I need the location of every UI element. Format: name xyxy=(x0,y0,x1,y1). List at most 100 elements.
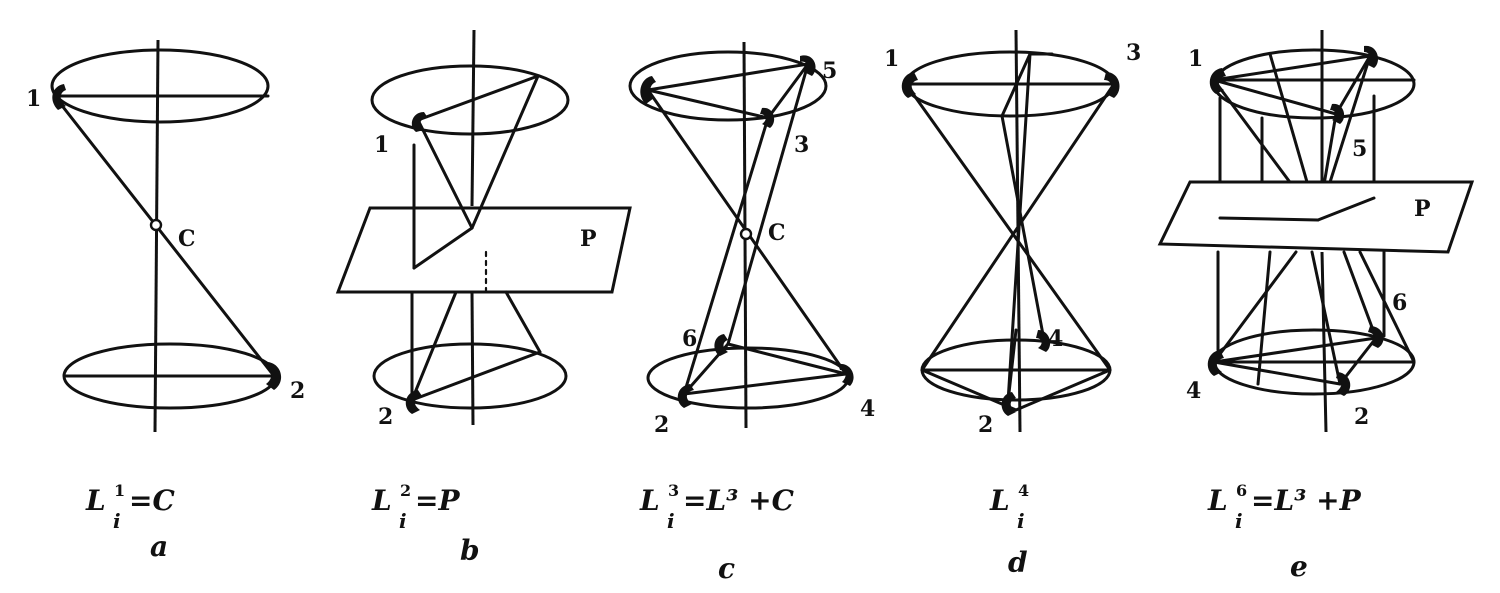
point-6-label: 6 xyxy=(682,326,697,352)
caption-superscript: 3 xyxy=(668,481,679,500)
panel-b: 1 2 P L 2 i =P b xyxy=(335,29,632,567)
caption-L: L xyxy=(989,484,1010,517)
point-2-label: 2 xyxy=(290,378,305,404)
caption-superscript: 4 xyxy=(1018,481,1029,500)
point-1-marker xyxy=(52,84,66,110)
point-4-marker xyxy=(1036,330,1051,352)
plane-label: P xyxy=(580,226,597,252)
caption-L: L xyxy=(85,484,106,517)
point-4-label: 4 xyxy=(1186,378,1201,404)
caption-subscript: i xyxy=(399,509,407,533)
lower-edge-1 xyxy=(1256,250,1272,386)
lower-edge-4 xyxy=(1310,250,1342,386)
caption-rest: =C xyxy=(129,484,175,517)
line-3-6 xyxy=(682,116,770,396)
axis-lower xyxy=(1320,251,1328,433)
point-2-marker xyxy=(405,390,422,414)
caption-subscript: i xyxy=(667,509,675,533)
axis-upper xyxy=(470,29,476,207)
point-2-marker xyxy=(677,384,694,408)
caption-L: L xyxy=(371,484,392,517)
panel-letter: c xyxy=(718,552,735,585)
point-2-marker xyxy=(1001,392,1016,416)
caption-superscript: 6 xyxy=(1236,481,1247,500)
point-2-marker xyxy=(266,362,282,390)
point-2-label: 2 xyxy=(378,404,393,430)
lower-edge-3 xyxy=(1342,250,1378,340)
top-chord-1 xyxy=(646,62,810,92)
top-chord-2 xyxy=(646,88,770,120)
panel-letter: e xyxy=(1290,550,1308,583)
point-1-marker xyxy=(640,76,656,104)
panel-d: 1 3 4 2 L 4 i d xyxy=(884,29,1141,579)
point-4-label: 4 xyxy=(1048,326,1063,352)
plane-trace-1 xyxy=(1218,216,1320,222)
caption-rest: =P xyxy=(415,484,460,517)
panel-letter: a xyxy=(150,530,168,563)
bottom-chord-2 xyxy=(1212,360,1342,386)
point-2-marker xyxy=(1336,372,1351,396)
panel-letter: d xyxy=(1008,546,1028,579)
mirror-plane xyxy=(1157,180,1475,254)
panel-e: 1 5 6 4 2 P L 6 i =L³ +P e xyxy=(1157,30,1475,583)
inversion-line xyxy=(54,96,276,378)
point-6-marker xyxy=(714,334,728,356)
point-5-label: 5 xyxy=(1352,136,1367,162)
top-circle xyxy=(50,48,270,124)
bottom-chord-1 xyxy=(682,372,848,396)
top-chord-1 xyxy=(1212,54,1372,82)
caption-subscript: i xyxy=(1235,509,1243,533)
caption-rest: =L³ +P xyxy=(1251,484,1362,517)
bottom-chord xyxy=(410,350,542,402)
point-2-label: 2 xyxy=(654,412,669,438)
bottom-chord-3 xyxy=(726,342,848,376)
point-1-label: 1 xyxy=(26,86,41,112)
point-6-marker xyxy=(1368,326,1384,348)
point-4-label: 4 xyxy=(860,396,875,422)
upper-edge-2 xyxy=(470,74,540,230)
caption-superscript: 1 xyxy=(114,481,125,500)
line-5-2 xyxy=(726,62,810,346)
center-label: C xyxy=(178,226,196,252)
cone-edge-1 xyxy=(904,82,1112,372)
point-5-marker xyxy=(1330,103,1345,124)
point-1-marker xyxy=(1209,68,1226,94)
top-inner-1 xyxy=(1000,52,1032,118)
panel-a: 1 2 C L 1 i =C a xyxy=(26,39,305,563)
lower-edge-5 xyxy=(1358,250,1416,364)
point-4-marker xyxy=(1207,350,1224,376)
plane-label: P xyxy=(1414,196,1431,222)
axis-lower xyxy=(470,291,475,426)
top-circle xyxy=(370,64,570,136)
upper-edge-1 xyxy=(416,118,474,230)
top-chord xyxy=(416,74,540,122)
inversion-center xyxy=(739,227,753,241)
point-2-label: 2 xyxy=(1354,404,1369,430)
plane-trace-2 xyxy=(1316,196,1376,222)
point-6-label: 6 xyxy=(1392,290,1407,316)
mirror-plane xyxy=(335,206,632,294)
caption-L: L xyxy=(639,484,660,517)
top-chord-2 xyxy=(1212,78,1338,116)
inversion-center xyxy=(149,218,163,232)
lower-inner xyxy=(1006,328,1018,404)
point-3-label: 3 xyxy=(1126,40,1141,66)
point-1-label: 1 xyxy=(1188,46,1203,72)
point-1-label: 1 xyxy=(884,46,899,72)
lower-edge-2 xyxy=(1212,250,1298,364)
panel-letter: b xyxy=(460,534,480,567)
point-3-marker xyxy=(1104,72,1120,98)
top-chord-3 xyxy=(1334,54,1372,116)
caption-subscript: i xyxy=(113,509,121,533)
point-3-label: 3 xyxy=(794,132,809,158)
bottom-circle xyxy=(372,342,568,410)
center-label: C xyxy=(768,220,786,246)
axis-line xyxy=(153,39,160,433)
cone-edge-3 xyxy=(1000,114,1046,342)
lower-edge-2 xyxy=(504,290,542,354)
point-3-marker xyxy=(1364,45,1379,68)
caption-superscript: 2 xyxy=(400,481,411,500)
point-2-label: 2 xyxy=(978,412,993,438)
